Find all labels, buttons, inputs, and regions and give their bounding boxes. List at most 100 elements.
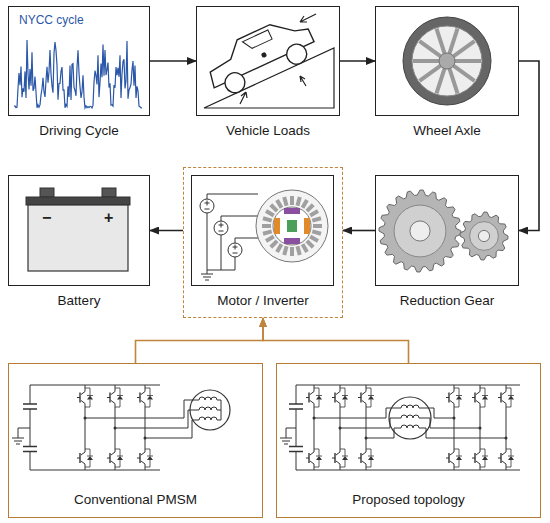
igbt-lead xyxy=(111,401,115,411)
wire-line xyxy=(358,458,361,459)
diode xyxy=(368,456,374,460)
speed-trace xyxy=(14,40,142,108)
hub xyxy=(439,53,455,69)
box-label: Battery xyxy=(8,293,150,309)
igbt-lead xyxy=(362,461,366,470)
igbt-lead xyxy=(502,385,506,395)
stator-slot xyxy=(269,203,278,212)
wire-line xyxy=(207,270,235,271)
wire-line xyxy=(282,441,290,442)
wire-line xyxy=(147,395,153,396)
battery-drawing xyxy=(26,188,130,271)
stator-slot xyxy=(282,197,288,207)
wire-line xyxy=(77,397,80,398)
diode xyxy=(342,456,348,460)
wire-line xyxy=(235,245,236,250)
wire-line xyxy=(508,456,514,457)
igbt-lead xyxy=(310,446,314,455)
wire-line xyxy=(289,451,303,453)
stator-slot xyxy=(312,216,322,222)
wire-line xyxy=(147,456,153,457)
stator-slot xyxy=(305,203,314,212)
box-frame xyxy=(8,175,150,286)
wire-line xyxy=(449,29,457,55)
wire-line xyxy=(456,456,462,457)
stator-slot xyxy=(265,235,275,243)
box-frame xyxy=(375,175,519,286)
wire-line xyxy=(342,395,348,396)
wire-line xyxy=(296,452,297,471)
winding xyxy=(199,407,217,410)
circuit-panel: Proposed topology xyxy=(276,363,541,518)
force-arrow xyxy=(240,92,247,104)
stator-slot xyxy=(263,230,273,236)
car-outline xyxy=(200,11,314,88)
rotor xyxy=(273,207,311,245)
wire-line xyxy=(446,397,449,398)
voltage-source xyxy=(228,243,242,257)
motor-inverter-icon xyxy=(200,190,328,280)
wire-path xyxy=(419,408,454,418)
voltage-source xyxy=(200,199,214,213)
flow-arrow xyxy=(519,61,539,231)
wire-line xyxy=(506,410,507,446)
stator-slot xyxy=(262,224,271,228)
igbt-lead xyxy=(450,401,454,411)
wire-line xyxy=(137,397,140,398)
wire-line xyxy=(87,395,93,396)
igbt-lead xyxy=(141,401,145,411)
diode xyxy=(87,456,93,460)
wire-line xyxy=(498,397,501,398)
winding xyxy=(401,415,419,418)
igbt-lead xyxy=(362,401,366,411)
igbt-lead xyxy=(141,446,145,455)
wire-line xyxy=(296,470,520,471)
wire-line xyxy=(205,209,210,210)
wire-line xyxy=(508,395,514,396)
wire-line xyxy=(107,397,110,398)
wire-line xyxy=(314,410,315,446)
car-window xyxy=(242,30,272,51)
stator-slot xyxy=(282,246,288,256)
cycle-line xyxy=(14,40,142,108)
wire-line xyxy=(30,452,31,471)
wire-line xyxy=(296,385,297,404)
igbt-lead xyxy=(310,385,314,395)
gear-face xyxy=(470,222,499,251)
process-box: Vehicle Loads xyxy=(196,6,340,139)
igbt-lead xyxy=(362,446,366,455)
box-label: Motor / Inverter xyxy=(191,293,335,309)
wire-line xyxy=(18,432,19,438)
process-box: NYCC cycleDriving Cycle xyxy=(8,6,150,139)
wire-line xyxy=(446,458,449,459)
wire-line xyxy=(23,446,37,448)
igbt-lead xyxy=(502,446,506,455)
flow-arrow xyxy=(150,230,183,232)
stator-slot xyxy=(312,230,322,236)
diode xyxy=(456,456,462,460)
car-wheel xyxy=(222,69,249,96)
wire-line xyxy=(23,408,37,410)
force-arrow xyxy=(300,76,306,86)
diode xyxy=(482,396,488,400)
stator-slot xyxy=(275,243,283,253)
process-box: Reduction Gear xyxy=(375,175,519,309)
stator-slot xyxy=(301,199,309,209)
wire-line xyxy=(30,428,31,447)
stator-slot xyxy=(290,247,294,256)
chart-title: NYCC cycle xyxy=(9,7,149,28)
igbt-lead xyxy=(81,385,85,395)
igbt-lead xyxy=(310,461,314,470)
stator-slot xyxy=(296,246,302,256)
stator-slot xyxy=(301,243,309,253)
magnet xyxy=(274,218,280,234)
igbt-lead xyxy=(81,401,85,411)
wire-line xyxy=(30,385,160,386)
diode xyxy=(147,396,153,400)
gear-bore xyxy=(410,221,430,241)
diode xyxy=(117,456,123,460)
wire-line xyxy=(453,41,475,57)
wire-line xyxy=(472,458,475,459)
source-wire xyxy=(207,213,208,270)
